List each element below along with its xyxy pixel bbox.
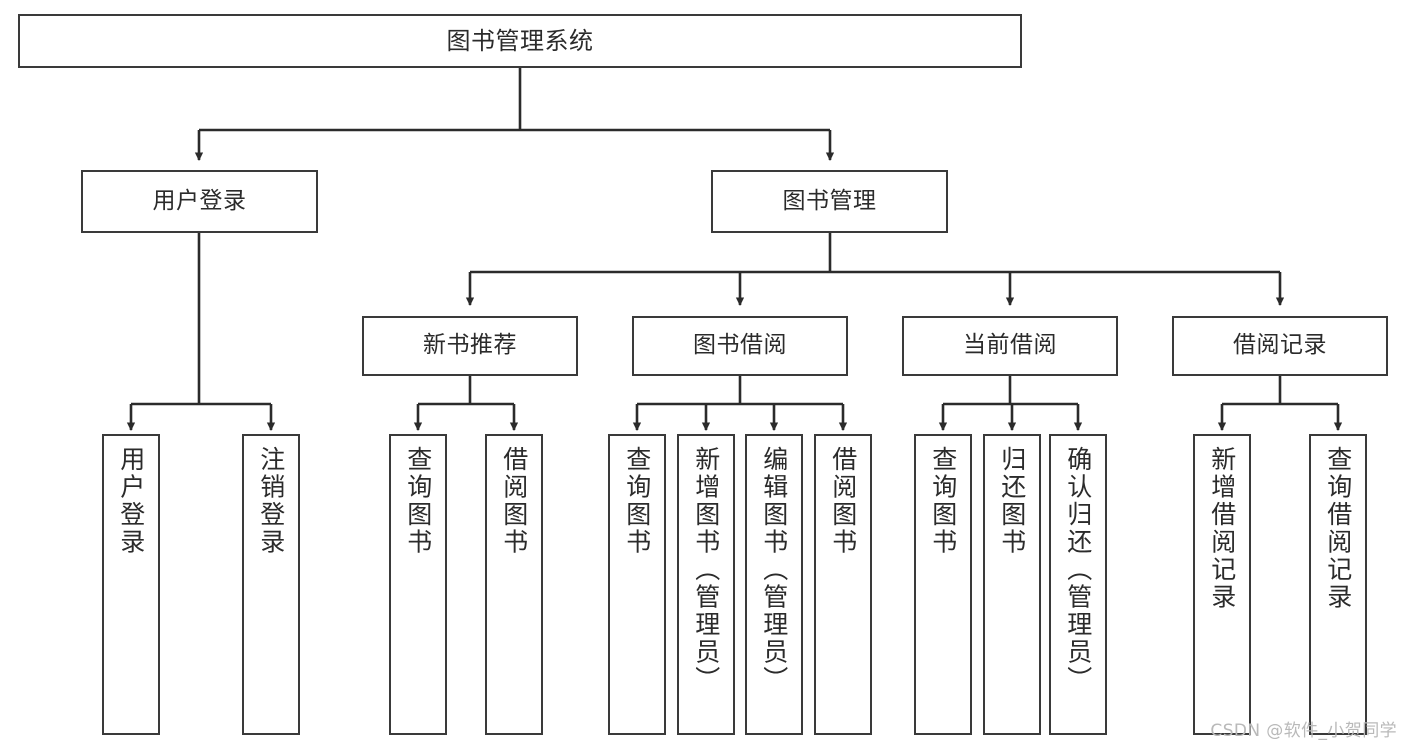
node-label: 新增图书（管理员） bbox=[691, 446, 721, 694]
node-book-management[interactable]: 图书管理 bbox=[711, 170, 948, 233]
node-label: 查询图书 bbox=[622, 446, 652, 556]
node-root-system[interactable]: 图书管理系统 bbox=[18, 14, 1022, 68]
node-label: 图书管理 bbox=[782, 187, 877, 214]
leaf-query-books-recommend[interactable]: 查询图书 bbox=[389, 434, 447, 735]
node-label: 归还图书 bbox=[997, 446, 1027, 556]
node-label: 图书借阅 bbox=[693, 332, 787, 359]
leaf-query-borrow-record[interactable]: 查询借阅记录 bbox=[1309, 434, 1367, 735]
node-label: 查询借阅记录 bbox=[1323, 446, 1353, 611]
leaf-query-books-current[interactable]: 查询图书 bbox=[914, 434, 972, 735]
leaf-query-books-borrow[interactable]: 查询图书 bbox=[608, 434, 666, 735]
node-label: 当前借阅 bbox=[963, 332, 1057, 359]
node-label: 用户登录 bbox=[116, 446, 146, 556]
node-new-book-recommend[interactable]: 新书推荐 bbox=[362, 316, 578, 376]
node-label: 借阅图书 bbox=[828, 446, 858, 556]
node-label: 图书管理系统 bbox=[446, 26, 594, 55]
leaf-borrow-books[interactable]: 借阅图书 bbox=[814, 434, 872, 735]
leaf-add-borrow-record[interactable]: 新增借阅记录 bbox=[1193, 434, 1251, 735]
node-label: 新书推荐 bbox=[423, 332, 517, 359]
leaf-user-login[interactable]: 用户登录 bbox=[102, 434, 160, 735]
leaf-add-book-admin[interactable]: 新增图书（管理员） bbox=[677, 434, 735, 735]
leaf-logout[interactable]: 注销登录 bbox=[242, 434, 300, 735]
node-label: 编辑图书（管理员） bbox=[759, 446, 789, 694]
node-borrow-records[interactable]: 借阅记录 bbox=[1172, 316, 1388, 376]
node-label: 确认归还（管理员） bbox=[1063, 446, 1093, 694]
leaf-return-books[interactable]: 归还图书 bbox=[983, 434, 1041, 735]
node-current-borrow[interactable]: 当前借阅 bbox=[902, 316, 1118, 376]
node-label: 用户登录 bbox=[152, 187, 247, 214]
node-user-login[interactable]: 用户登录 bbox=[81, 170, 318, 233]
leaf-confirm-return-admin[interactable]: 确认归还（管理员） bbox=[1049, 434, 1107, 735]
leaf-borrow-books-recommend[interactable]: 借阅图书 bbox=[485, 434, 543, 735]
node-label: 注销登录 bbox=[256, 446, 286, 556]
node-label: 借阅图书 bbox=[499, 446, 529, 556]
node-label: 新增借阅记录 bbox=[1207, 446, 1237, 611]
watermark-credit: CSDN @软件_小贺同学 bbox=[1210, 721, 1397, 741]
leaf-edit-book-admin[interactable]: 编辑图书（管理员） bbox=[745, 434, 803, 735]
node-label: 借阅记录 bbox=[1233, 332, 1327, 359]
node-label: 查询图书 bbox=[928, 446, 958, 556]
node-label: 查询图书 bbox=[403, 446, 433, 556]
node-book-borrow[interactable]: 图书借阅 bbox=[632, 316, 848, 376]
